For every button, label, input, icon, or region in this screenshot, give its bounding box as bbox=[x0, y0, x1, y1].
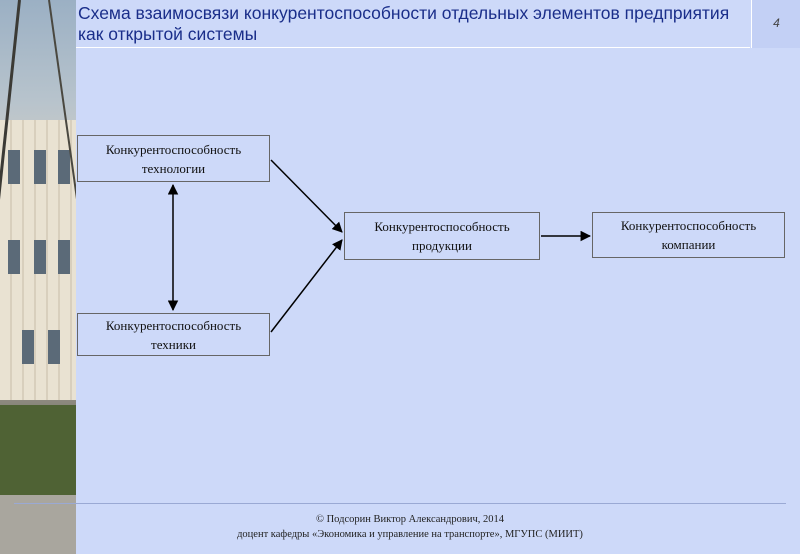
node-label: продукции bbox=[374, 236, 509, 255]
footer-affiliation: доцент кафедры «Экономика и управление н… bbox=[180, 527, 640, 542]
node-label: Конкурентоспособность bbox=[621, 216, 756, 235]
node-company-competitiveness: Конкурентоспособность компании bbox=[592, 212, 785, 258]
node-label: Конкурентоспособность bbox=[106, 140, 241, 159]
footer: © Подсорин Виктор Александрович, 2014 до… bbox=[180, 512, 640, 542]
node-label: Конкурентоспособность bbox=[106, 316, 241, 335]
node-technology-competitiveness: Конкурентоспособность технологии bbox=[77, 135, 270, 182]
node-label: Конкурентоспособность bbox=[374, 217, 509, 236]
footer-divider bbox=[14, 503, 786, 504]
node-label: технологии bbox=[106, 159, 241, 178]
node-product-competitiveness: Конкурентоспособность продукции bbox=[344, 212, 540, 260]
node-equipment-competitiveness: Конкурентоспособность техники bbox=[77, 313, 270, 356]
edge-technology-product bbox=[271, 160, 342, 232]
edge-equipment-product bbox=[271, 240, 342, 332]
node-label: техники bbox=[106, 335, 241, 354]
footer-copyright: © Подсорин Виктор Александрович, 2014 bbox=[180, 512, 640, 527]
node-label: компании bbox=[621, 235, 756, 254]
